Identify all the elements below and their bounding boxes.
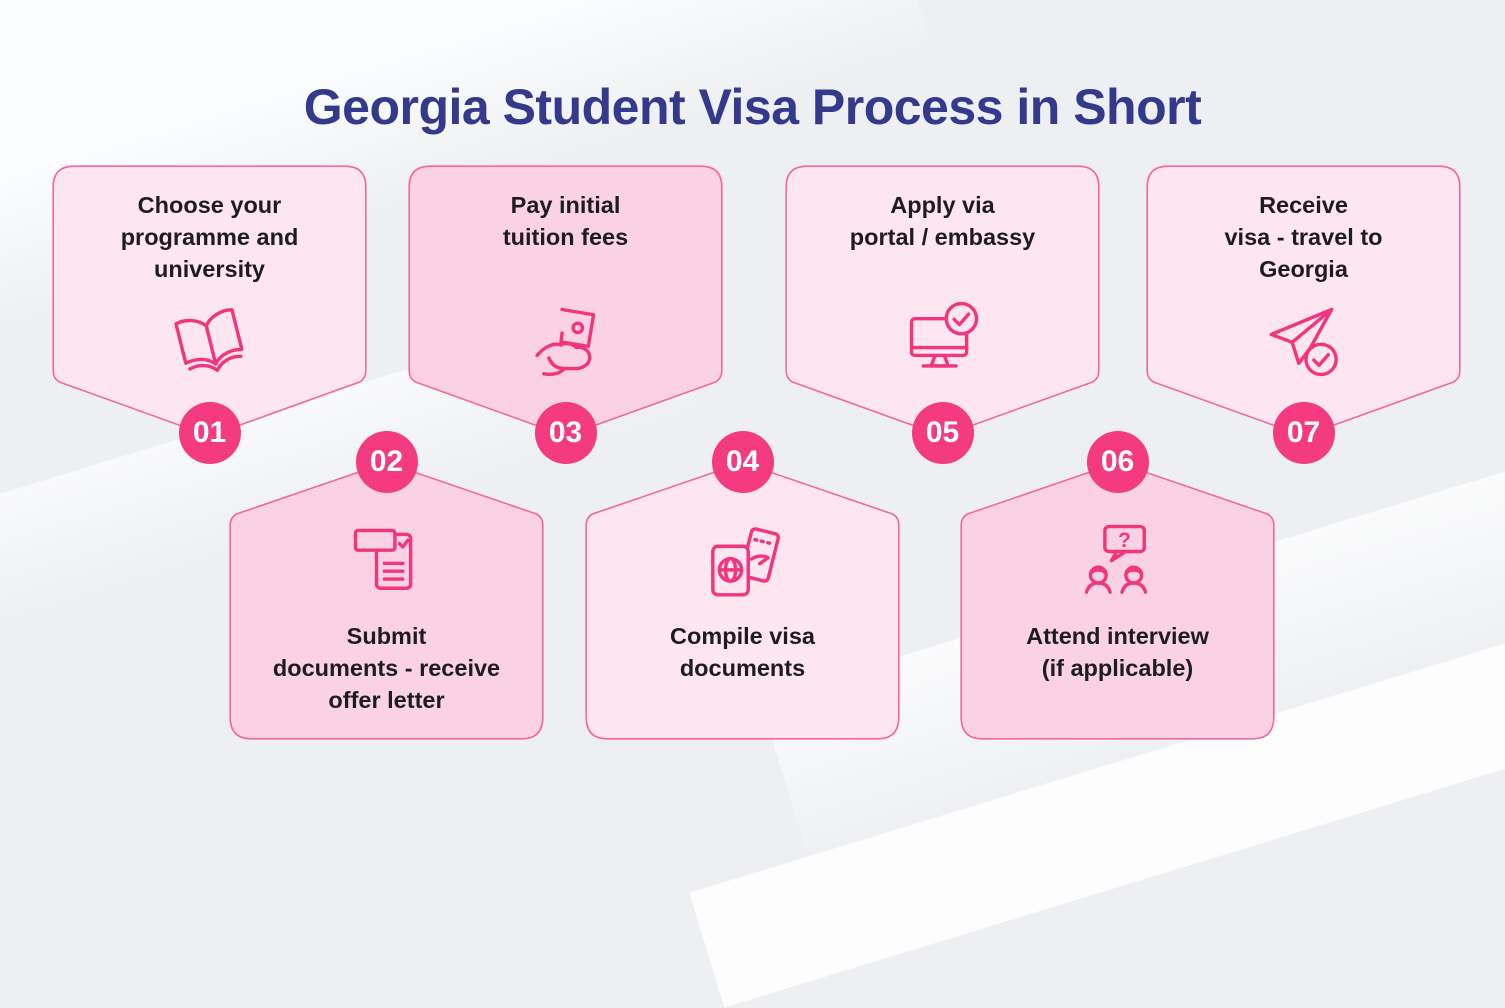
document-check-icon bbox=[345, 520, 429, 604]
step-number-badge: 07 bbox=[1272, 402, 1335, 464]
step-card-07: Receive visa - travel to Georgia 07 bbox=[1146, 165, 1461, 464]
step-card-01: Choose your programme and university 01 bbox=[52, 165, 367, 464]
step-label: Compile visa documents bbox=[670, 623, 815, 682]
interview-icon: ? bbox=[1076, 520, 1160, 604]
step-label: Submit documents - receive offer letter bbox=[272, 623, 501, 714]
open-book-icon bbox=[168, 299, 252, 383]
question-mark-glyph: ? bbox=[1118, 529, 1131, 552]
step-number-badge: 06 bbox=[1086, 431, 1149, 493]
airplane-check-icon bbox=[1262, 299, 1346, 383]
step-card-03: Pay initial tuition fees 03 bbox=[408, 165, 723, 464]
step-number-badge: 04 bbox=[711, 431, 774, 493]
step-label: Receive visa - travel to Georgia bbox=[1224, 192, 1383, 283]
step-label: Apply via portal / embassy bbox=[849, 192, 1036, 251]
page-title: Georgia Student Visa Process in Short bbox=[303, 78, 1202, 135]
money-in-hand-icon bbox=[524, 299, 608, 383]
step-number-badge: 03 bbox=[534, 402, 597, 464]
step-label: Attend interview (if applicable) bbox=[1026, 623, 1209, 682]
step-card-04: Compile visa documents 04 bbox=[585, 431, 900, 740]
passport-ticket-icon bbox=[701, 520, 785, 604]
step-label: Choose your programme and university bbox=[120, 192, 299, 283]
step-number-badge: 02 bbox=[355, 431, 418, 493]
step-label: Pay initial tuition fees bbox=[502, 192, 629, 251]
monitor-check-icon bbox=[901, 299, 985, 383]
step-card-02: Submit documents - receive offer letter … bbox=[229, 431, 544, 740]
step-number-badge: 05 bbox=[911, 402, 974, 464]
step-card-06: ? Attend interview (if applicable) 06 bbox=[960, 431, 1275, 740]
step-number-badge: 01 bbox=[178, 402, 241, 464]
step-card-05: Apply via portal / embassy 05 bbox=[785, 165, 1100, 464]
